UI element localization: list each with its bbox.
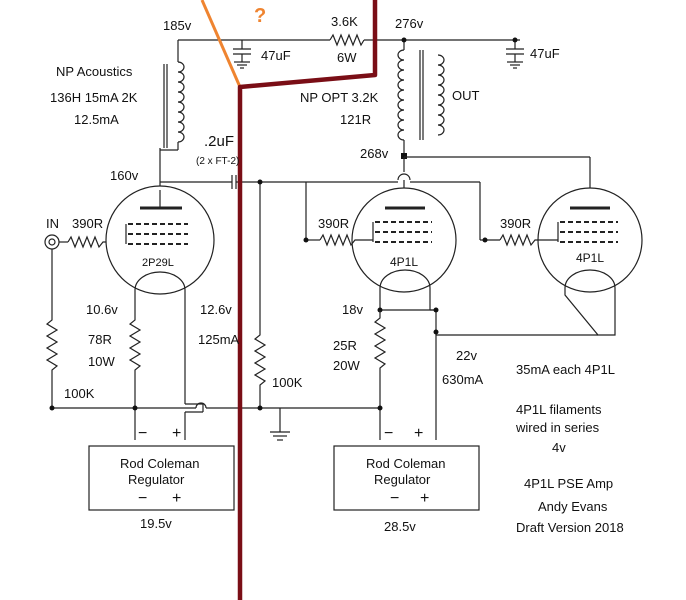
resistor-78r (128, 310, 142, 408)
label-tube-2p29l: 2P29L (142, 257, 174, 269)
label-cap47-right: 47uF (530, 46, 560, 61)
label-v285: 28.5v (384, 519, 416, 534)
label-v268: 268v (360, 146, 389, 161)
label-r100k-left: 100K (64, 386, 95, 401)
regulator-left-title: Rod Coleman (120, 456, 200, 471)
label-tube-4p1l-a: 4P1L (390, 255, 418, 269)
resistor-3-6k (329, 33, 365, 47)
label-v195: 19.5v (140, 516, 172, 531)
junction-dot (49, 405, 55, 411)
label-v160: 160v (110, 168, 139, 183)
coupling-capacitor-2uf (160, 175, 500, 330)
capacitor-47uf-left (233, 40, 251, 69)
regulator-left-minus: − (138, 490, 147, 507)
junction-dot (377, 405, 383, 411)
junction-dot (401, 37, 407, 43)
label-title2: Andy Evans (538, 499, 608, 514)
junction-dot (132, 405, 138, 411)
label-v106: 10.6v (86, 302, 118, 317)
junction-dot (433, 307, 439, 313)
label-ft2: (2 x FT-2) (196, 156, 239, 167)
label-title3: Draft Version 2018 (516, 520, 624, 535)
regulator-right-minus: − (390, 490, 399, 507)
regulator-right-plus: + (420, 490, 429, 507)
label-in: IN (46, 216, 59, 231)
label-w20: 20W (333, 358, 360, 373)
label-np-acoustics: NP Acoustics (56, 64, 133, 79)
label-fil2: wired in series (515, 420, 600, 435)
label-ma125b: 125mA (198, 332, 240, 347)
resistor-390r-middle (319, 233, 373, 247)
label-out: OUT (452, 88, 480, 103)
regulator-right-sub: Regulator (374, 472, 431, 487)
resistor-25r (373, 310, 387, 408)
label-v126: 12.6v (200, 302, 232, 317)
label-r25: 25R (333, 338, 357, 353)
regulator-right-title: Rod Coleman (366, 456, 446, 471)
label-r121: 121R (340, 112, 371, 127)
label-w10: 10W (88, 354, 115, 369)
regulator-left-box (88, 445, 235, 511)
resistor-100k-left (45, 315, 59, 408)
label-choke-spec: 136H 15mA 2K (50, 90, 138, 105)
label-r390-mid: 390R (318, 216, 349, 231)
filament-wiring (380, 309, 598, 440)
label-v276: 276v (395, 16, 424, 31)
label-r390-in: 390R (72, 216, 103, 231)
input-jack (44, 234, 68, 315)
label-ma630: 630mA (442, 372, 484, 387)
label-tube-4p1l-b: 4P1L (576, 251, 604, 265)
choke-inductor (159, 61, 185, 190)
regulator-left-minus-top: − (138, 425, 147, 442)
annotation-orange-line (200, 0, 242, 88)
label-fil3: 4v (552, 440, 566, 455)
junction-dot (482, 237, 488, 243)
label-title1: 4P1L PSE Amp (524, 476, 613, 491)
junction-dot (401, 153, 407, 159)
output-transformer (397, 49, 445, 157)
regulator-left-plus-top: + (172, 425, 181, 442)
tube-4p1l-middle (351, 187, 457, 311)
regulator-left-plus: + (172, 490, 181, 507)
tube-4p1l-right (537, 187, 643, 336)
regulator-left-sub: Regulator (128, 472, 185, 487)
junction-dot (303, 237, 309, 243)
label-np-opt: NP OPT 3.2K (300, 90, 379, 105)
label-r100k-mid: 100K (272, 375, 303, 390)
label-v22: 22v (456, 348, 477, 363)
junction-dot (512, 37, 518, 43)
label-v18: 18v (342, 302, 363, 317)
junction-dot (433, 329, 439, 335)
junction-dot (257, 405, 263, 411)
label-w6: 6W (337, 50, 357, 65)
label-fil1: 4P1L filaments (516, 402, 602, 417)
capacitor-47uf-right (506, 40, 524, 69)
resistor-390r-input (67, 235, 126, 249)
resistor-390r-right (499, 233, 558, 247)
tube-2p29l (105, 185, 215, 310)
label-ma35each: 35mA each 4P1L (516, 362, 615, 377)
label-r36k: 3.6K (331, 14, 358, 29)
junction-dot (257, 179, 263, 185)
label-r78: 78R (88, 332, 112, 347)
question-mark: ? (254, 5, 266, 27)
label-r390-right: 390R (500, 216, 531, 231)
label-v185: 185v (163, 18, 192, 33)
regulator-right-plus-top: + (414, 425, 423, 442)
annotation-red-line (237, 0, 378, 600)
regulator-right-minus-top: − (384, 425, 393, 442)
label-cap2uf: .2uF (204, 133, 234, 150)
regulator-right-box (333, 445, 480, 511)
ground-rail (52, 310, 381, 441)
label-ma125: 12.5mA (74, 112, 119, 127)
resistor-100k-mid (253, 330, 267, 408)
label-cap47-left: 47uF (261, 48, 291, 63)
